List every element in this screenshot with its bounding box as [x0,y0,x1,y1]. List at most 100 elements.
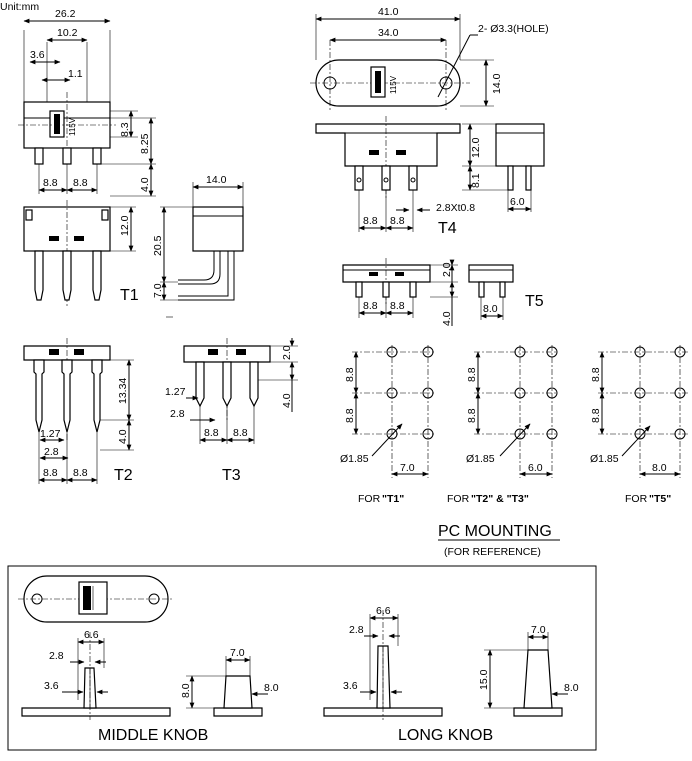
t3-label: T3 [222,467,241,484]
t1-dim-20-5: 20.5 [152,235,164,256]
t4-front-view: 8.8 8.8 2.8Xt0.8 T4 [315,116,475,237]
t4-dim-14-0: 14.0 [491,73,503,94]
pc-t5-dim-8-8-a: 8.8 [590,367,602,382]
t3-dim-8-8-b: 8.8 [233,427,248,439]
t5-dim-2-0: 2.0 [441,262,453,277]
pc-t5-dim-8-0: 8.0 [652,462,667,474]
t4-dim-34-0: 34.0 [378,27,399,39]
t2-dim-1-27: 1.27 [40,428,61,440]
knob-reference-top-view [18,575,174,623]
t4-dim-12-0: 12.0 [470,137,482,158]
pc-t5-caption: "T5" [649,493,671,505]
middle-knob-dim-6-6: 6.6 [84,629,99,641]
t1-dim-12-0: 12.0 [119,215,131,236]
pc-t5-dim-8-8-b: 8.8 [590,408,602,423]
t1-dim-4-0: 4.0 [139,177,151,192]
middle-knob-dim-3-6: 3.6 [44,680,59,692]
t4-dim-8-8-a: 8.8 [363,215,378,227]
middle-knob-label: MIDDLE KNOB [98,727,208,744]
t4-knob-marking: 115V [389,75,398,94]
t1-knob-marking: 115V [68,117,77,136]
long-knob-dim-15-0: 15.0 [478,669,490,690]
pc-t2-dim-8-8-b: 8.8 [466,408,478,423]
t1-top-view: 115V 26.2 10.2 3.6 1.1 8.3 8.25 4.0 8. [18,8,156,197]
long-knob-label: LONG KNOB [398,727,493,744]
long-knob-dim-3-6: 3.6 [343,680,358,692]
t5-dim-8-8-a: 8.8 [363,300,378,312]
middle-knob-dim-7-0: 7.0 [230,647,245,659]
t1-front-view: 12.0 T1 [23,200,139,306]
pc-t1-dim-8-8-b: 8.8 [344,408,356,423]
pc-t1-dim-7-0: 7.0 [400,462,415,474]
pc-layout-t1: 8.8 8.8 Ø1.85 7.0 FOR "T1" [340,345,434,505]
t2-label: T2 [114,467,133,484]
t4-dim-8-1: 8.1 [470,173,482,188]
t4-terminal-note: 2.8Xt0.8 [436,202,475,214]
t2-dim-4-0: 4.0 [117,429,129,444]
middle-knob-dim-8-0: 8.0 [264,682,279,694]
t1-dim-8-8-a: 8.8 [43,177,58,189]
t1-side-view: 14.0 20.5 7.0 [152,174,244,318]
long-knob-dim-2-8: 2.8 [349,624,364,636]
t3-dim-2-0: 2.0 [281,345,293,360]
t5-dim-4-0: 4.0 [441,311,453,326]
t1-dim-10-2: 10.2 [57,27,78,39]
middle-knob-dim-2-8: 2.8 [49,650,64,662]
t4-label: T4 [438,220,457,237]
t1-dim-1-1: 1.1 [68,68,83,80]
t3-dim-1-27: 1.27 [165,386,186,398]
t5-side-view: 8.0 T5 [468,264,544,320]
t1-dim-8-8-b: 8.8 [73,177,88,189]
pc-t2-caption: "T2" & "T3" [471,493,529,505]
t5-label: T5 [525,293,544,310]
pc-t2-hole-dia: Ø1.85 [466,453,495,465]
pc-mounting-subtitle: (FOR REFERENCE) [444,546,541,558]
t4-hole-note: 2- Ø3.3(HOLE) [478,23,549,35]
t1-dim-14-0: 14.0 [206,174,227,186]
t1-dim-7-0: 7.0 [152,283,164,298]
middle-knob-front-view: 6.6 2.8 3.6 [21,629,171,720]
t4-side-view: 12.0 8.1 6.0 [462,123,545,212]
t2-dim-8-8-b: 8.8 [73,467,88,479]
long-knob-dim-7-0: 7.0 [531,624,546,636]
t1-dim-3-6: 3.6 [30,49,45,61]
pc-t2-caption-prefix: FOR [447,493,470,505]
long-knob-front-view: 6.6 2.8 3.6 [323,605,443,720]
t2-front-view: 13.34 4.0 1.27 2.8 8.8 8.8 T2 [23,338,134,484]
t1-dim-26-2: 26.2 [55,8,76,20]
unit-label: Unit:mm [0,1,39,13]
t2-dim-8-8-a: 8.8 [43,467,58,479]
pc-t1-hole-dia: Ø1.85 [340,453,369,465]
t2-dim-2-8: 2.8 [44,446,59,458]
middle-knob-side-view: 7.0 8.0 8.0 [180,647,279,717]
pc-mounting-title: PC MOUNTING [438,523,552,540]
long-knob-dim-8-0: 8.0 [564,682,579,694]
knob-panel [7,565,597,751]
t4-dim-8-8-b: 8.8 [390,215,405,227]
t5-dim-8-8-b: 8.8 [390,300,405,312]
t4-dim-6-0: 6.0 [510,196,525,208]
middle-knob-dim-8-0-height: 8.0 [180,683,192,698]
pc-t5-caption-prefix: FOR [625,493,648,505]
t1-dim-8-3: 8.3 [119,122,131,137]
t5-front-view: 8.8 8.8 2.0 4.0 [342,258,458,326]
pc-t2-dim-8-8-a: 8.8 [466,367,478,382]
t3-front-view: 2.0 4.0 1.27 2.8 8.8 8.8 T3 [165,338,298,484]
t3-dim-8-8-a: 8.8 [204,427,219,439]
pc-t2-dim-6-0: 6.0 [528,462,543,474]
pc-t1-dim-8-8-a: 8.8 [344,367,356,382]
t2-dim-13-34: 13.34 [117,378,129,404]
t1-dim-8-25: 8.25 [139,133,151,154]
t4-dim-41-0: 41.0 [378,6,399,18]
pc-t1-caption: "T1" [382,493,404,505]
pc-t5-hole-dia: Ø1.85 [590,453,619,465]
t4-top-view: 115V 41.0 34.0 2- Ø3.3(HOLE) 14.0 [310,6,549,112]
t1-label: T1 [120,287,139,304]
pc-layout-t5: 8.8 8.8 Ø1.85 8.0 FOR "T5" [590,345,688,505]
t3-dim-2-8: 2.8 [170,408,185,420]
pc-layout-t2-t3: 8.8 8.8 Ø1.85 6.0 FOR "T2" & "T3" [447,345,558,505]
long-knob-dim-6-6: 6.6 [376,605,391,617]
t5-dim-8-0: 8.0 [483,303,498,315]
long-knob-side-view: 7.0 15.0 8.0 [478,624,579,717]
